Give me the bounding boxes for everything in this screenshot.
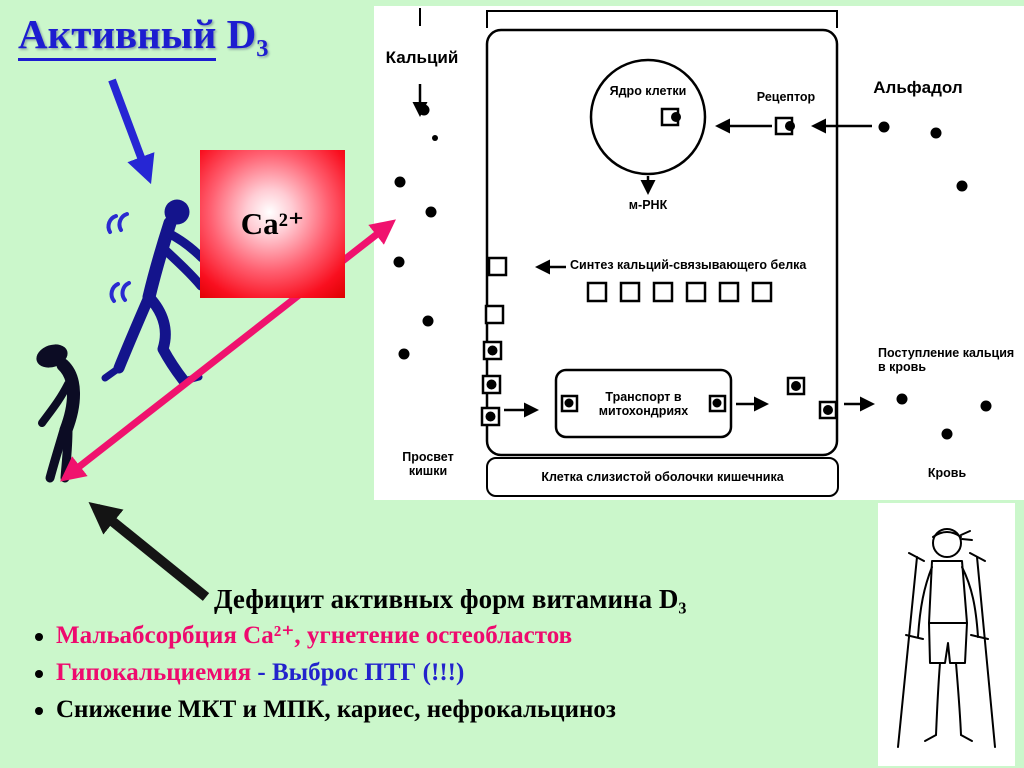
page-title: Активный D₃ [18,10,269,61]
cell-label: Клетка слизистой оболочки кишечника [541,470,784,484]
nucleus-label: Ядро клетки [609,84,687,98]
lumen-label: Просвет кишки [402,450,454,478]
slumped-person-figure [36,344,80,483]
crutches-person-panel [878,503,1015,766]
left-crutch-icon [897,556,918,748]
receptor-label: Рецептор [756,90,816,104]
bullet-list: Мальабсорбция Ca²⁺, угнетение остеобласт… [26,622,926,732]
intestine-diagram-panel: Кальций Альфадол Ядро клетки Рецептор м-… [374,6,1024,500]
diagram-shapes [393,8,992,497]
bullet-item: Снижение МКТ и МПК, кариес, нефрокальцин… [26,696,926,725]
title-word: Активный [18,11,217,61]
cell-outline [419,8,839,497]
bullet-dot [35,669,43,678]
transport-label: Транспорт в митохондриях [598,389,689,418]
nucleus-circle [589,58,707,176]
figure-head [164,199,190,225]
pushing-person-figure [101,199,207,387]
active-d3-arrow [108,78,155,185]
blood-entry-label: Поступление кальция в кровь [878,346,1015,374]
mrna-label: м-РНК [628,198,668,212]
right-crutch-icon [976,556,996,748]
bullet-item: Гипокальциемия - Выброс ПТГ (!!!) [26,659,926,688]
bullet-item: Мальабсорбция Ca²⁺, угнетение остеобласт… [26,622,926,651]
crutches-person-figure [897,528,996,748]
bullet-dot [35,633,43,641]
mitochondria-transport-box [554,368,733,439]
ca-box-label: Ca²⁺ [240,206,305,241]
synthesis-label: Синтез кальций-связывающего белка [570,258,807,272]
deficiency-caption: Дефицит активных форм витамина D₃ [214,584,687,614]
bullet-dot [35,706,43,715]
calcium-dots [393,104,992,440]
blood-label: Кровь [927,466,967,480]
motion-marks-icon [106,212,131,303]
calcium-label: Кальций [385,48,459,67]
title-form: D₃ [226,11,269,57]
alfadol-label: Альфадол [873,78,963,97]
diagram-arrows [412,84,875,418]
ca-box: Ca²⁺ [200,150,345,298]
figure-head [36,344,68,368]
deficiency-arrow [88,501,210,601]
